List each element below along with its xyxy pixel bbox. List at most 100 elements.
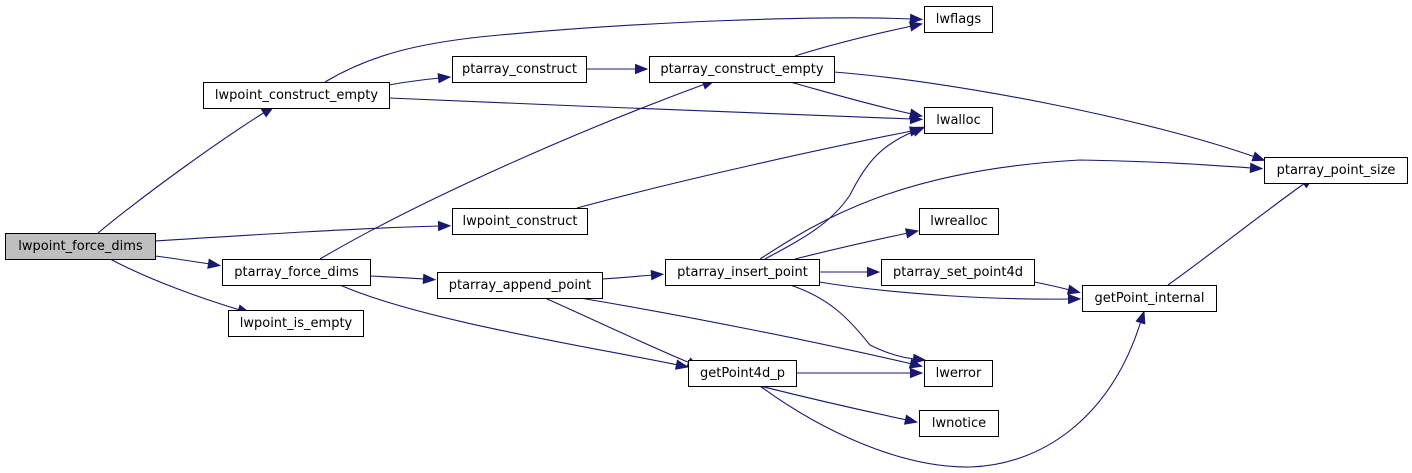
edge-line	[109, 258, 241, 311]
edge-lwpoint_construct_empty-to-ptarray_construct	[388, 73, 452, 86]
node-ptarray-construct[interactable]: ptarray_construct	[452, 56, 587, 83]
arrowhead	[1067, 293, 1082, 305]
node-box	[919, 410, 999, 437]
arrowhead	[903, 414, 919, 425]
edge-ptarray_construct_empty-to-ptarray_point_size	[833, 71, 1266, 162]
arrowhead	[908, 108, 924, 119]
node-label: lwrealloc	[930, 214, 988, 229]
node-box	[649, 56, 835, 83]
node-box	[437, 272, 603, 299]
edge-ptarray_append_point-to-ptarray_insert_point	[601, 269, 665, 281]
node-box	[1082, 285, 1217, 312]
node-box	[228, 310, 364, 337]
node-lwerror[interactable]: lwerror	[924, 360, 993, 387]
node-label: lwerror	[936, 366, 982, 381]
edge-line	[324, 17, 913, 83]
edge-line	[97, 111, 266, 234]
edge-lwpoint_force_dims-to-ptarray_force_dims	[154, 255, 222, 269]
arrowhead	[912, 353, 927, 364]
edge-line	[833, 71, 1256, 158]
edge-line	[369, 275, 426, 280]
node-ptarray-set-point4d[interactable]: ptarray_set_point4d	[881, 259, 1035, 286]
arrowhead	[910, 367, 924, 379]
node-label: getPoint_internal	[1094, 291, 1204, 306]
node-label: ptarray_insert_point	[677, 265, 808, 280]
node-getPoint4d-p[interactable]: getPoint4d_p	[688, 360, 797, 387]
arrowhead	[908, 21, 924, 32]
node-ptarray-insert-point[interactable]: ptarray_insert_point	[665, 259, 820, 286]
edge-line	[759, 320, 1142, 468]
node-label: lwpoint_construct_empty	[215, 88, 378, 103]
edge-line	[789, 81, 913, 115]
edge-line	[794, 232, 909, 260]
edge-getPoint4d_p-to-lwerror	[796, 367, 924, 379]
edge-ptarray_insert_point-to-ptarray_set_point4d	[819, 266, 881, 278]
edge-ptarray_insert_point-to-lwrealloc	[794, 228, 920, 260]
arrowhead	[437, 220, 452, 232]
arrowhead	[635, 63, 649, 75]
node-ptarray-force-dims[interactable]: ptarray_force_dims	[222, 259, 371, 286]
edge-ptarray_force_dims-to-getPoint4d_p	[339, 284, 690, 370]
edge-lwpoint_force_dims-to-lwpoint_construct	[154, 220, 452, 242]
node-box	[924, 107, 993, 134]
node-getPoint-internal[interactable]: getPoint_internal	[1082, 285, 1217, 312]
edge-line	[576, 130, 913, 209]
node-label: lwnotice	[932, 416, 986, 431]
arrowhead	[422, 273, 437, 285]
arrowhead	[1135, 310, 1146, 325]
node-lwalloc[interactable]: lwalloc	[924, 107, 993, 134]
node-ptarray-append-point[interactable]: ptarray_append_point	[437, 272, 603, 299]
node-lwnotice[interactable]: lwnotice	[919, 410, 999, 437]
edge-lwpoint_construct-to-lwalloc	[576, 126, 924, 209]
edge-line	[818, 281, 1071, 300]
arrowhead	[909, 13, 924, 25]
edge-line	[759, 385, 908, 421]
node-box	[919, 208, 999, 235]
node-label: ptarray_point_size	[1277, 163, 1396, 178]
node-label: ptarray_set_point4d	[893, 265, 1023, 280]
node-lwpoint-is-empty[interactable]: lwpoint_is_empty	[228, 310, 364, 337]
node-box	[1264, 157, 1408, 184]
node-lwpoint-force-dims[interactable]: lwpoint_force_dims	[5, 233, 156, 260]
edge-ptarray_construct-to-ptarray_construct_empty	[586, 63, 649, 75]
call-graph-nodes: lwpoint_force_dims lwpoint_construct_empt…	[5, 6, 1408, 437]
node-lwpoint-construct-empty[interactable]: lwpoint_construct_empty	[203, 82, 390, 109]
arrowhead	[1066, 284, 1081, 295]
node-ptarray-point-size[interactable]: ptarray_point_size	[1264, 157, 1408, 184]
node-label: ptarray_force_dims	[234, 265, 359, 280]
node-box	[203, 82, 390, 109]
node-box	[881, 259, 1035, 286]
edge-ptarray_force_dims-to-ptarray_append_point	[369, 273, 437, 285]
node-lwpoint-construct[interactable]: lwpoint_construct	[452, 208, 588, 235]
node-lwflags[interactable]: lwflags	[924, 6, 993, 33]
edge-ptarray_insert_point-to-getPoint_internal	[818, 281, 1082, 305]
node-label: ptarray_append_point	[449, 278, 592, 293]
node-box	[452, 208, 588, 235]
arrowhead	[674, 359, 690, 370]
edge-line	[1033, 281, 1071, 291]
node-ptarray-construct-empty[interactable]: ptarray_construct_empty	[649, 56, 835, 83]
arrowhead	[1251, 151, 1266, 162]
arrowhead	[867, 266, 881, 278]
node-label: lwflags	[936, 12, 982, 27]
edge-ptarray_insert_point-to-lwerror	[789, 284, 927, 364]
edge-getPoint4d_p-to-lwnotice	[759, 385, 919, 425]
node-label: lwpoint_force_dims	[18, 239, 143, 254]
node-box	[924, 6, 993, 33]
edge-line	[319, 83, 706, 260]
node-label: lwpoint_construct	[463, 214, 578, 229]
node-label: lwpoint_is_empty	[240, 316, 353, 331]
edge-getPoint4d_p-to-getPoint_internal	[759, 310, 1146, 468]
node-box	[452, 56, 587, 83]
edge-line	[789, 284, 916, 360]
node-lwrealloc[interactable]: lwrealloc	[919, 208, 999, 235]
edge-line	[544, 297, 691, 364]
arrowhead	[437, 73, 452, 84]
node-box	[924, 360, 993, 387]
arrowhead	[650, 269, 665, 281]
edge-line	[154, 255, 211, 265]
arrowhead	[911, 126, 926, 137]
edge-line	[579, 297, 913, 365]
node-label: getPoint4d_p	[700, 366, 785, 381]
